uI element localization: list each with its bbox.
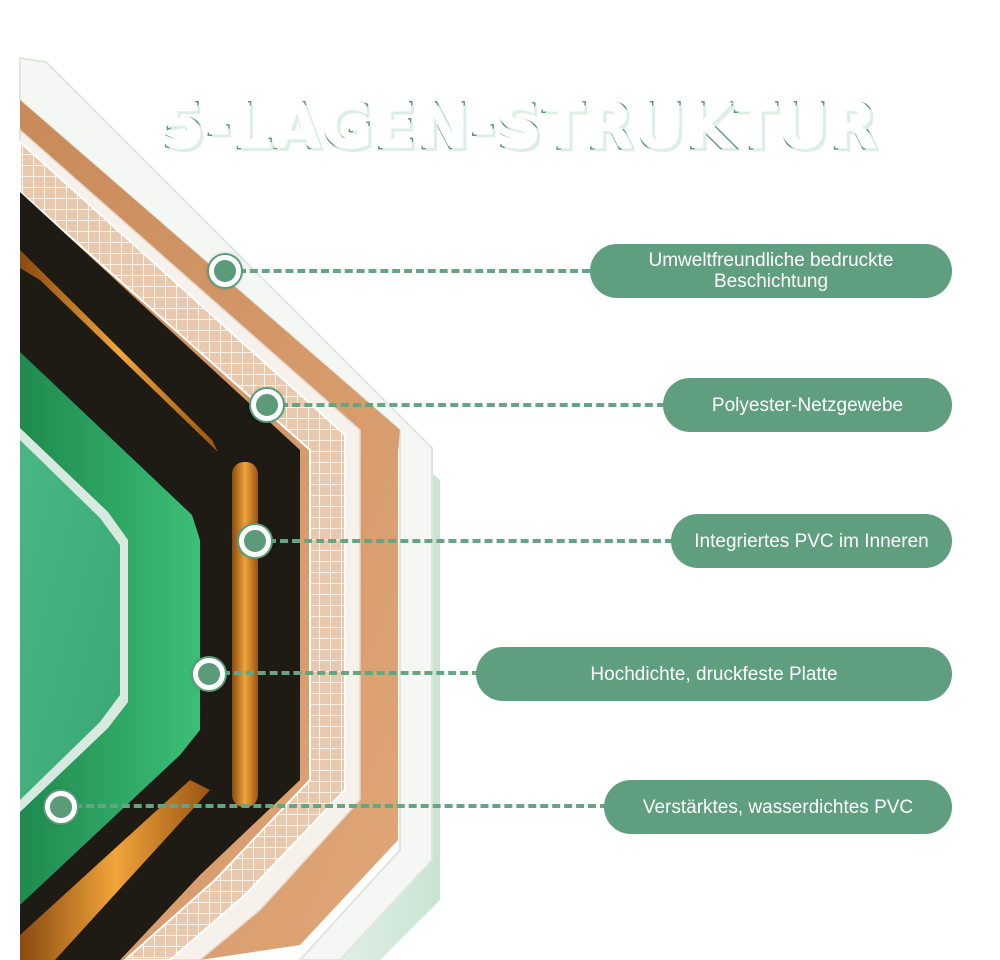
callout-1-leader-line xyxy=(238,269,590,273)
callout-5-marker-dot xyxy=(45,791,77,823)
callout-4-marker-dot xyxy=(193,658,225,690)
page-title: 5-LAGEN-STRUKTUR xyxy=(160,89,879,165)
callout-3-marker-dot xyxy=(239,525,271,557)
callout-4-leader-line xyxy=(222,671,480,675)
inner-face-panel xyxy=(20,428,128,812)
callout-4-label: Hochdichte, druckfeste Platte xyxy=(476,647,952,701)
callout-5-leader-line xyxy=(74,804,608,808)
callout-2-leader-line xyxy=(280,403,665,407)
callout-5-label: Verstärktes, wasserdichtes PVC xyxy=(604,780,952,834)
callout-2-label: Polyester-Netzgewebe xyxy=(663,378,952,432)
callout-2-marker-dot xyxy=(251,389,283,421)
callout-1-marker-dot xyxy=(209,255,241,287)
callout-3-label: Integriertes PVC im Inneren xyxy=(671,514,952,568)
callout-3-leader-line xyxy=(268,539,673,543)
callout-1-label: Umweltfreundliche bedruckte Beschichtung xyxy=(590,244,952,298)
